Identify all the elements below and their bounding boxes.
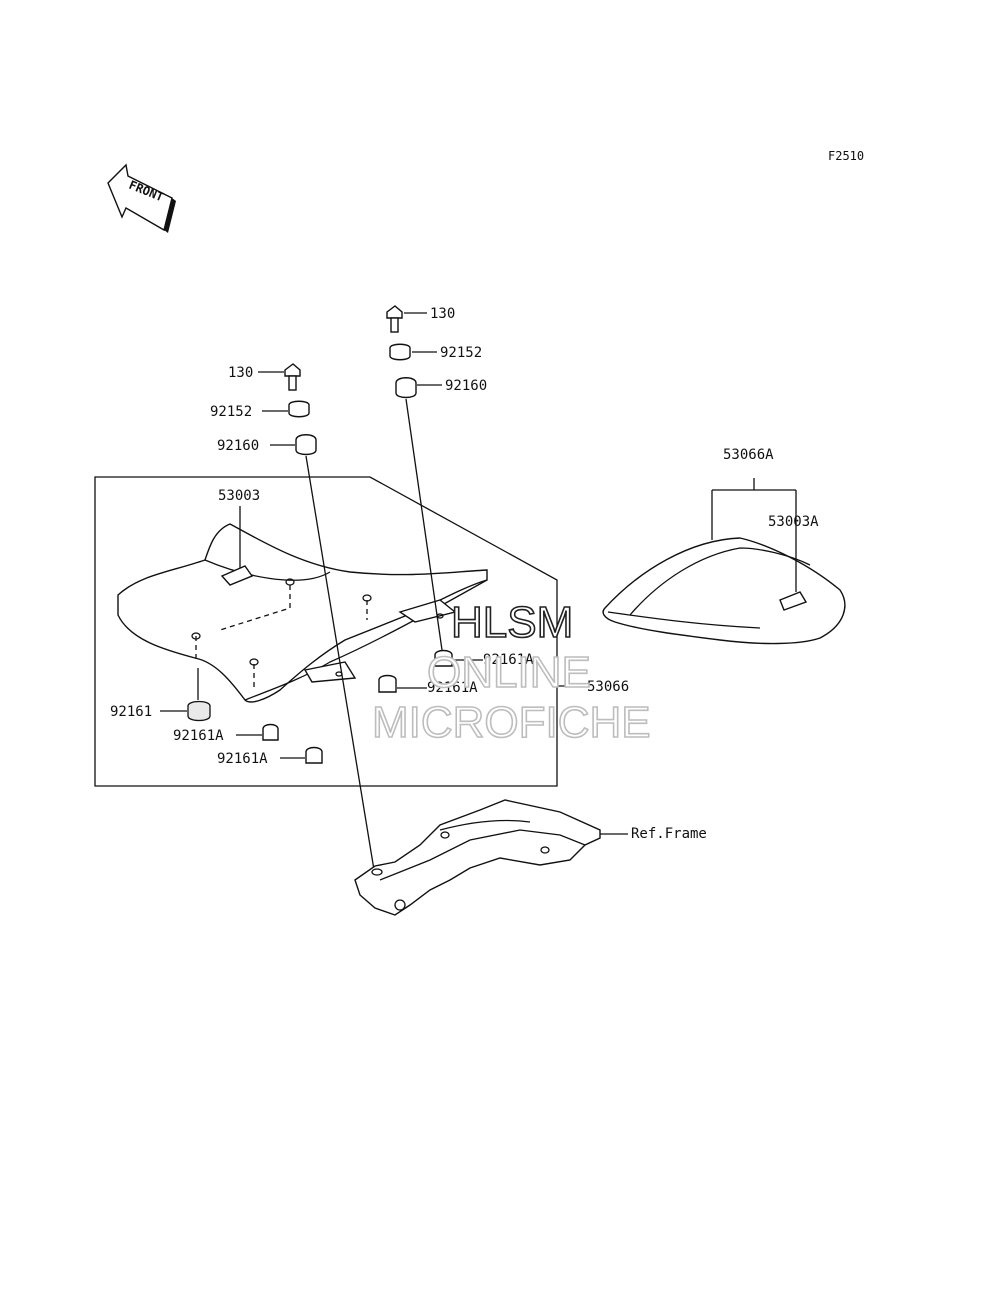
figure-code: F2510 — [828, 149, 864, 163]
front-arrow-icon: FRONT — [107, 163, 176, 233]
label-damper-right: 92160 — [445, 378, 487, 394]
label-washer-right: 92152 — [440, 345, 482, 361]
label-rubber: 92161 — [110, 704, 152, 720]
label-cover-seat: 53003A — [768, 514, 819, 530]
label-rubber-a-1: 92161A — [483, 652, 534, 668]
right-fastener-stack — [386, 305, 443, 651]
assembly-frame-box — [94, 476, 558, 787]
seat-cover — [602, 478, 846, 645]
label-rubber-a-4: 92161A — [217, 751, 268, 767]
label-ref-frame: Ref.Frame — [631, 826, 707, 842]
frame — [354, 799, 628, 916]
watermark-line3: MICROFICHE — [372, 698, 651, 747]
label-rubber-a-3: 92161A — [173, 728, 224, 744]
label-bolt-right: 130 — [430, 306, 455, 322]
label-rubber-a-2: 92161A — [427, 680, 478, 696]
label-damper-left: 92160 — [217, 438, 259, 454]
watermark-line1: HLSM — [451, 598, 573, 647]
label-washer-left: 92152 — [210, 404, 252, 420]
rider-seat — [117, 523, 488, 703]
rubber-dampers — [160, 649, 585, 764]
watermark: HLSM ONLINE MICROFICHE — [371, 597, 651, 748]
label-seat-assy: 53066 — [587, 679, 629, 695]
left-fastener-stack — [258, 363, 376, 877]
label-seat: 53003 — [218, 488, 260, 504]
label-bolt-left: 130 — [228, 365, 253, 381]
watermark-line2: ONLINE — [427, 648, 591, 697]
label-cover-assy: 53066A — [723, 447, 774, 463]
